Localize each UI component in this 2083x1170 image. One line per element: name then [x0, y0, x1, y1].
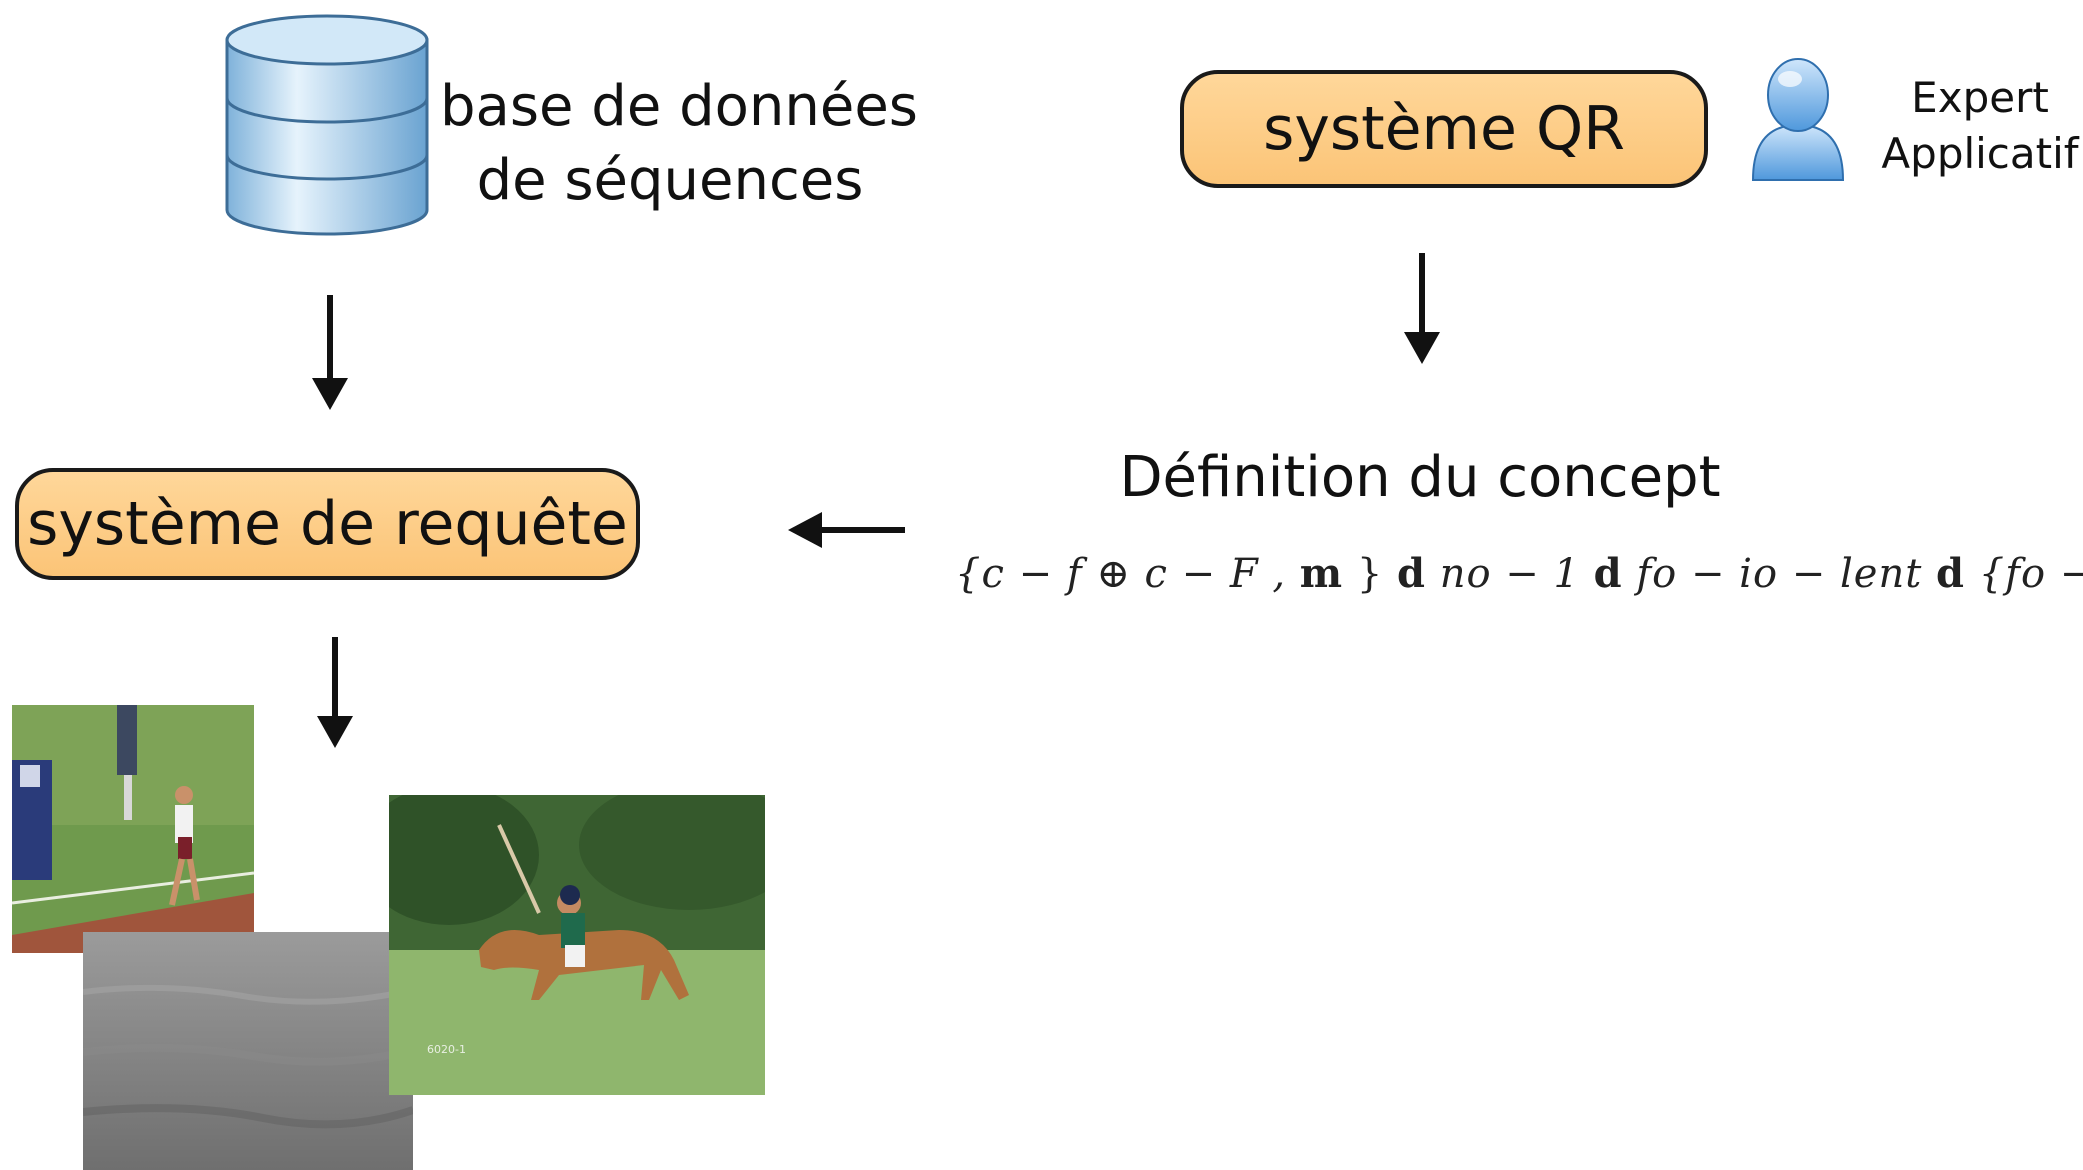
expert-label-line1: Expert — [1911, 73, 2049, 122]
arrow-query-to-results — [317, 637, 353, 748]
formula-part6: {fo − *} — [1978, 551, 2083, 597]
formula-part3: } — [1343, 551, 1398, 597]
formula-d1: d — [1397, 550, 1426, 597]
expert-label: Expert Applicatif — [1880, 70, 2080, 182]
formula-part5: fo − io − lent — [1622, 551, 1937, 597]
arrow-db-to-query — [312, 295, 348, 410]
thumbnail-overlay-text: 6020-1 — [427, 1043, 466, 1056]
database-label: base de données de séquences — [440, 70, 918, 218]
arrow-concept-to-query — [788, 512, 905, 548]
query-system-label: système de requête — [27, 489, 628, 559]
running-athlete-thumbnail — [12, 705, 254, 953]
database-icon — [225, 14, 429, 236]
grey-texture-thumbnail — [83, 932, 413, 1170]
formula-part4: no − 1 — [1425, 551, 1594, 597]
formula-d2: d — [1593, 550, 1623, 597]
database-label-line2: de séquences — [476, 148, 864, 213]
concept-formula: {c − f ⊕ c − F , m } d no − 1 d fo − io … — [955, 550, 2083, 597]
query-system-box: système de requête — [15, 468, 640, 580]
concept-title: Définition du concept — [1119, 445, 1721, 510]
formula-part1: {c − f ⊕ c − F , — [955, 551, 1300, 597]
user-icon — [1751, 58, 1845, 181]
database-label-line1: base de données — [440, 74, 918, 139]
qr-system-label: système QR — [1263, 94, 1625, 164]
qr-system-box: système QR — [1180, 70, 1708, 188]
formula-part2: m — [1299, 550, 1344, 597]
arrow-qr-to-concept — [1404, 253, 1440, 364]
expert-label-line2: Applicatif — [1881, 129, 2079, 178]
formula-d3: d — [1936, 550, 1965, 597]
polo-horse-thumbnail: 6020-1 — [389, 795, 765, 1095]
